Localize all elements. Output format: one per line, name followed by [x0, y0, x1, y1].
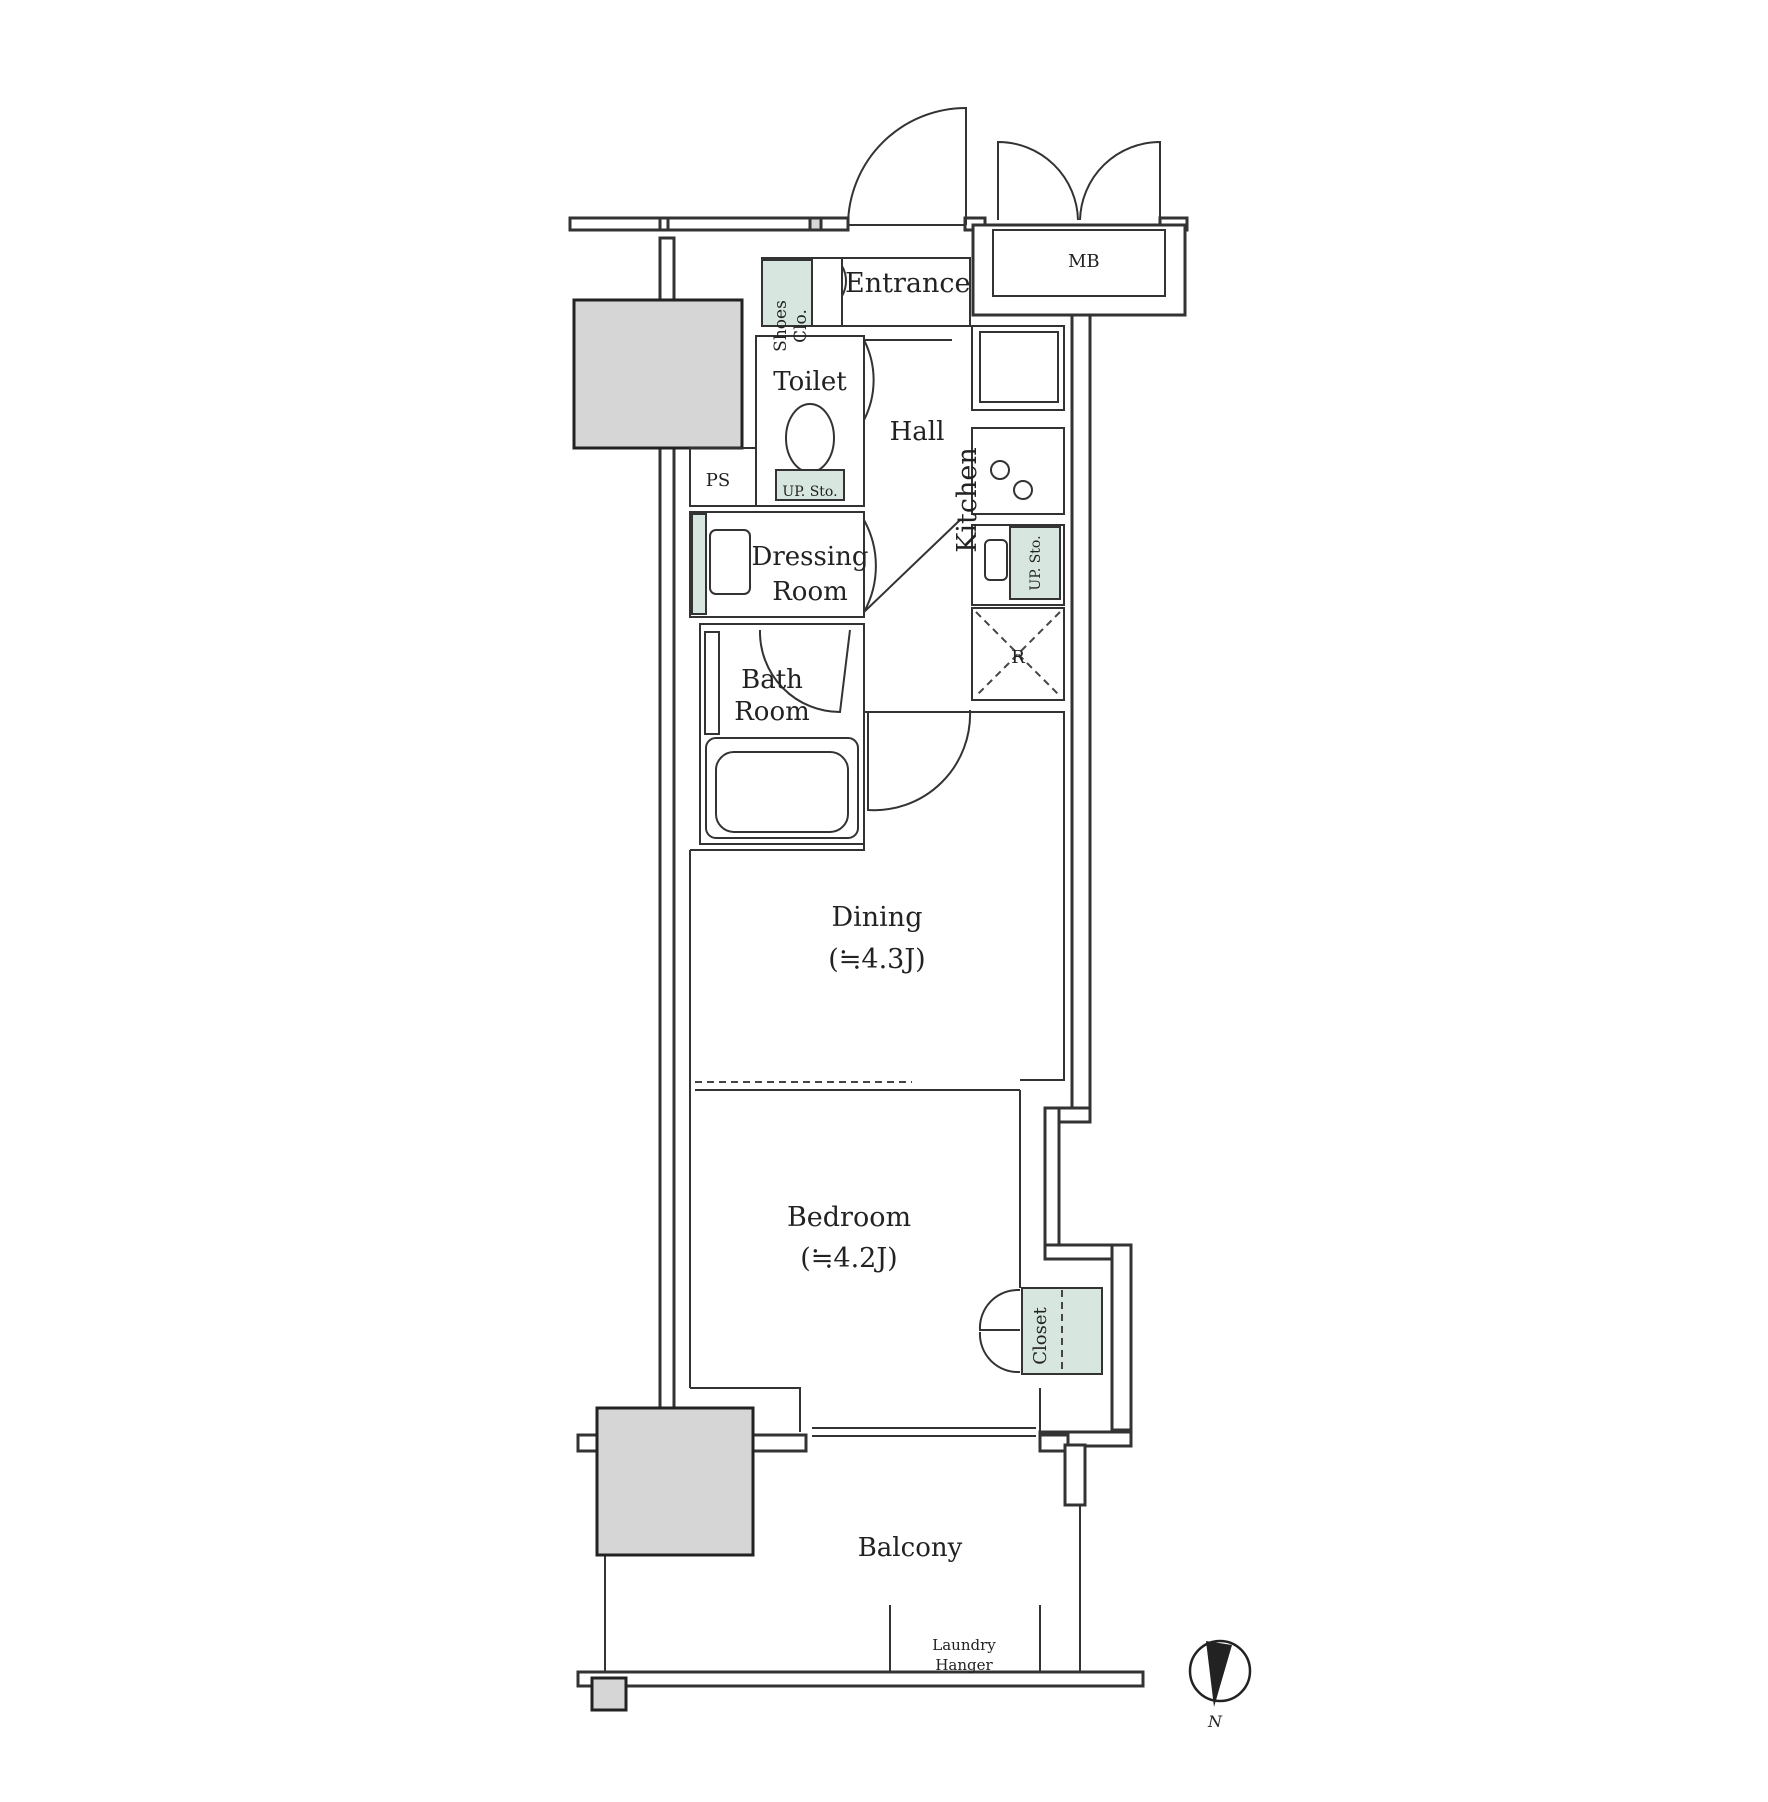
- room-label-bath-2: Room: [734, 697, 810, 727]
- shoes-closet-label-2: Clo.: [791, 309, 811, 343]
- north-compass: [1188, 1639, 1252, 1707]
- laundry-hanger-label-1: Laundry: [932, 1636, 996, 1654]
- kitchen-upper-storage: [1009, 526, 1061, 600]
- structural-column-bottom: [595, 1406, 755, 1557]
- hall-door[interactable]: [867, 709, 972, 812]
- pipe-shaft: [689, 447, 757, 507]
- compass-label: N: [1207, 1712, 1223, 1731]
- room-label-dining: Dining: [832, 902, 923, 933]
- bedroom: [690, 1090, 1103, 1437]
- structural-column-top: [572, 298, 744, 450]
- balcony-post: [590, 1676, 628, 1712]
- burner-icon: [990, 460, 1010, 480]
- toilet-bowl-icon: [785, 403, 835, 473]
- kitchen: [971, 325, 1065, 701]
- refrigerator-space: [971, 607, 1065, 701]
- toilet-upper-storage: [775, 469, 845, 501]
- room-label-toilet: Toilet: [773, 367, 847, 397]
- sink-icon: [984, 539, 1008, 581]
- room-label-bath-1: Bath: [741, 665, 803, 695]
- burner-icon: [1013, 480, 1033, 500]
- dining-room: [689, 711, 1065, 1388]
- room-label-ps: PS: [706, 470, 730, 491]
- room-label-dressing-1: Dressing: [751, 542, 868, 572]
- laundry-hanger-label-2: Hanger: [935, 1656, 993, 1674]
- room-label-dressing-2: Room: [772, 577, 848, 607]
- shoes-closet: [761, 259, 813, 327]
- bath-room: [699, 623, 865, 845]
- room-label-entrance: Entrance: [845, 268, 970, 299]
- room-label-hall: Hall: [890, 417, 945, 447]
- room-label-balcony: Balcony: [858, 1533, 963, 1563]
- outer-walls: [576, 223, 1187, 1688]
- toilet-room: [755, 335, 952, 507]
- refrigerator-label: R: [1011, 647, 1025, 668]
- room-size-dining: (≒4.3J): [828, 944, 925, 975]
- toilet-storage-label: UP. Sto.: [782, 484, 837, 500]
- closet-label: Closet: [1030, 1306, 1051, 1364]
- kitchen-storage-label: UP. Sto.: [1028, 535, 1044, 590]
- room-size-bedroom: (≒4.2J): [800, 1243, 897, 1274]
- room-label-mb: MB: [1068, 251, 1100, 272]
- bathtub-icon: [705, 737, 859, 839]
- room-label-kitchen: Kitchen: [952, 447, 983, 553]
- washbasin-icon: [709, 529, 751, 595]
- entrance-area: [761, 106, 1161, 327]
- shoes-closet-label-1: Shoes: [771, 300, 791, 352]
- north-arrow-icon: [1206, 1641, 1232, 1707]
- dressing-room: [689, 511, 961, 618]
- room-label-bedroom: Bedroom: [787, 1202, 911, 1233]
